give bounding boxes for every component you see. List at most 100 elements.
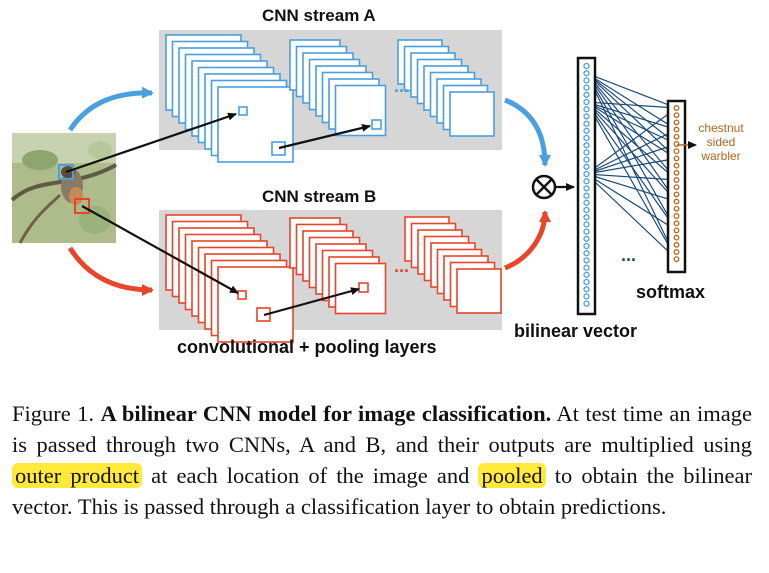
vector-unit	[583, 134, 590, 142]
arrow-b-map-to-map	[263, 287, 360, 317]
softmax-ellipsis: ...	[621, 245, 637, 265]
weight-line	[586, 72, 677, 109]
class-label-line-1: chestnut	[698, 121, 744, 135]
softmax-unit	[673, 148, 680, 155]
vector-unit	[583, 127, 590, 134]
vector-unit	[583, 84, 590, 91]
arrow-patch-a-to-map	[65, 112, 237, 174]
softmax-unit	[673, 155, 680, 162]
softmax-unit	[673, 205, 680, 212]
figure-label: Figure 1.	[12, 401, 95, 426]
stream-a-feature-maps	[165, 34, 495, 163]
bilinear-vector-units	[583, 62, 590, 307]
class-label-line-3: warbler	[701, 149, 741, 163]
vector-unit	[583, 120, 590, 127]
outer-product-icon	[531, 174, 557, 200]
vector-unit	[583, 163, 590, 170]
stream-a-pool-window	[271, 141, 286, 156]
softmax-unit	[673, 119, 680, 126]
softmax-unit	[673, 162, 680, 169]
softmax-label: softmax	[636, 282, 706, 302]
softmax-unit	[673, 213, 680, 219]
vector-unit	[583, 98, 590, 106]
arrow-patch-b-to-map	[81, 205, 239, 294]
stream-a-label: CNN stream A	[262, 6, 376, 25]
softmax-unit	[673, 169, 680, 176]
stream-b-pool-window	[256, 307, 271, 322]
vector-unit	[583, 257, 590, 264]
vector-unit	[583, 199, 590, 206]
layers-label: convolutional + pooling layers	[177, 337, 437, 357]
stream-b-receptive-field	[237, 290, 247, 300]
stream-b-next-window	[358, 282, 369, 293]
figure-caption: Figure 1. A bilinear CNN model for image…	[12, 398, 752, 522]
softmax-unit	[673, 112, 680, 119]
arrow-image-to-stream-a	[67, 86, 154, 132]
caption-title: A bilinear CNN model for image classific…	[100, 401, 552, 426]
vector-unit	[583, 235, 590, 242]
softmax-unit	[673, 227, 680, 234]
weight-line	[586, 173, 677, 181]
softmax-unit	[673, 133, 680, 140]
softmax-unit	[673, 234, 680, 241]
vector-unit	[583, 106, 590, 113]
class-label-line-2: sided	[706, 135, 736, 149]
arrow-stream-b-to-product	[503, 210, 551, 271]
softmax-unit	[673, 105, 680, 111]
vector-unit	[583, 192, 590, 199]
vector-unit	[583, 142, 590, 149]
vector-unit	[583, 278, 590, 286]
bilinear-vector-label: bilinear vector	[514, 321, 638, 341]
vector-unit	[583, 214, 590, 221]
weight-line	[586, 129, 677, 175]
caption-text-1: At test time an image is passed through …	[12, 401, 753, 457]
class-label: chestnut sided warbler	[690, 121, 752, 163]
vector-unit	[583, 242, 590, 250]
vector-unit	[583, 149, 590, 156]
weight-line	[586, 157, 677, 175]
stream-b-layer3-map	[456, 268, 502, 314]
caption-text-3: to obtain the bilinear vector. This is p…	[12, 463, 753, 519]
softmax-unit	[673, 184, 680, 191]
vector-unit	[583, 264, 590, 271]
stream-a-next-window	[371, 119, 382, 130]
arrow-a-map-to-map	[278, 123, 371, 150]
vector-unit	[583, 178, 590, 185]
vector-unit	[583, 170, 590, 178]
weight-line	[586, 72, 677, 145]
vector-unit	[583, 113, 590, 120]
vector-unit	[583, 250, 590, 257]
stream-a-layer3-map	[449, 91, 495, 137]
weight-line	[586, 101, 677, 131]
softmax-units	[673, 105, 680, 263]
weight-line	[586, 173, 677, 231]
softmax-unit	[673, 241, 680, 248]
vector-unit	[583, 70, 590, 77]
stream-b-feature-maps	[165, 214, 502, 343]
weight-line	[586, 72, 677, 131]
weight-line	[586, 101, 677, 109]
vector-unit	[583, 206, 590, 214]
weight-line	[586, 72, 677, 181]
weight-line	[585, 101, 678, 260]
softmax-unit	[673, 126, 680, 133]
arrow-image-to-stream-b	[67, 246, 154, 296]
input-bird-image	[10, 133, 117, 244]
vector-unit	[583, 156, 590, 163]
vector-unit	[583, 271, 590, 278]
vector-unit	[583, 185, 590, 192]
stream-a-receptive-field	[238, 106, 248, 116]
weight-line	[586, 101, 677, 159]
highlight-outer-product: outer product	[12, 463, 143, 488]
highlight-pooled: pooled	[478, 463, 546, 488]
vector-unit	[583, 62, 590, 70]
vector-unit	[583, 228, 590, 235]
stream-a-ellipsis: ...	[394, 76, 410, 96]
caption-text-2: at each location of the image and	[151, 463, 470, 488]
softmax-unit	[673, 198, 680, 205]
softmax-unit	[673, 191, 680, 198]
vector-unit	[583, 221, 590, 228]
vector-unit	[583, 77, 590, 84]
softmax-unit	[673, 249, 680, 255]
